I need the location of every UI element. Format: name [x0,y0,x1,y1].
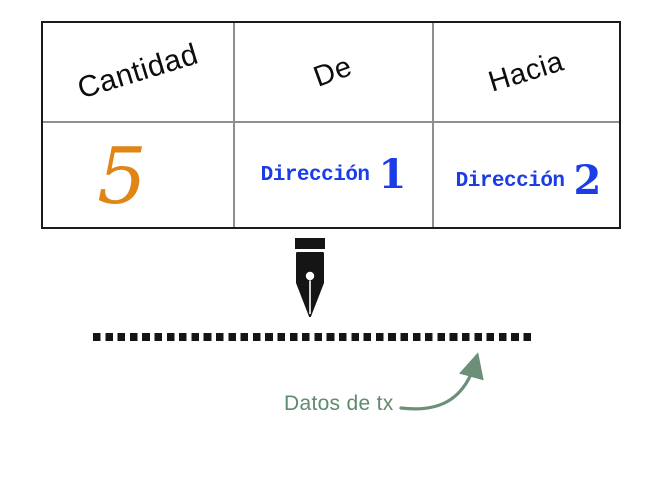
address-to-label: Dirección [455,169,565,193]
annotation-label: Datos de tx [284,392,394,415]
cell-cantidad: 5 [43,123,235,227]
curved-arrow-icon [399,352,484,411]
transaction-table: Cantidad De Hacia 5 Dirección 1 Direcció… [41,21,621,229]
header-label-cantidad: Cantidad [73,37,203,106]
address-from: Dirección 1 [261,155,407,195]
cell-hacia: Dirección 2 [434,123,619,227]
header-label-hacia: Hacia [485,45,568,99]
address-to: Dirección 2 [456,161,602,201]
dotted-signature-line [93,333,533,341]
pen-nib-icon [295,238,325,317]
cell-de: Dirección 1 [235,123,434,227]
amount-value: 5 [97,132,147,222]
header-label-de: De [309,49,357,94]
address-to-number: 2 [573,157,602,204]
address-from-label: Dirección [260,163,370,187]
address-from-number: 1 [378,151,407,198]
header-cell-hacia: Hacia [434,23,619,123]
header-cell-de: De [235,23,434,123]
header-cell-cantidad: Cantidad [43,23,235,123]
